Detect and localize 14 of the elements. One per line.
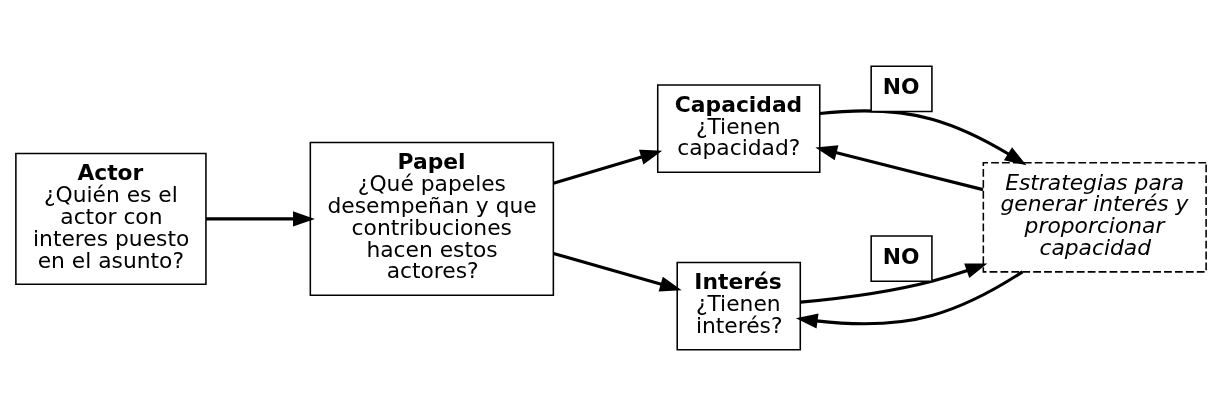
arrow	[553, 149, 663, 185]
node-box: Estrategias para generar interés y proporcionar capacidad	[982, 161, 1207, 273]
edge-label: NO	[882, 73, 920, 99]
arrow	[795, 270, 1024, 329]
node-box: Interés ¿Tienen interés?	[676, 261, 802, 351]
arrow	[800, 263, 988, 304]
arrow	[553, 251, 682, 292]
arrow	[206, 210, 315, 227]
node-box: Papel ¿Qué papeles desempeñan y que contribuciones hacen estos actores?	[309, 141, 555, 296]
node-box: Capacidad ¿Tienen capacidad?	[656, 83, 821, 173]
node-box: Actor ¿Quién es el actor con interes puesto en el asunto?	[15, 152, 207, 285]
arrow	[819, 108, 1027, 165]
arrow	[815, 144, 984, 191]
edge-label: NO	[882, 243, 920, 269]
